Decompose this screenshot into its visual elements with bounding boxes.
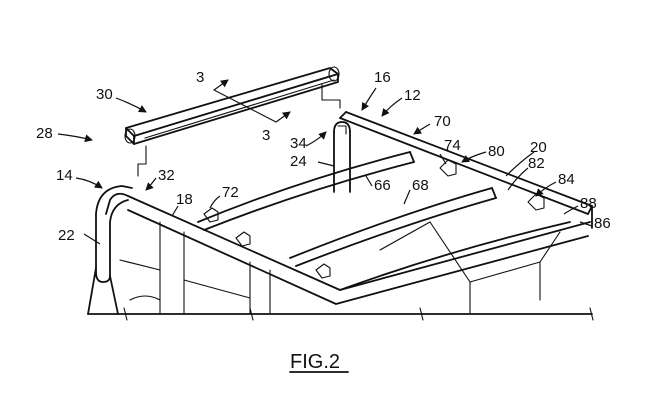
roll-bar-post [87,185,133,315]
rail-brackets [203,159,545,279]
ref-14: 14 [56,167,73,184]
ref-20: 20 [530,139,547,156]
section-line-3-3 [213,79,291,123]
pillar [333,121,351,193]
ref-16: 16 [374,69,391,86]
cross-bow-front [197,151,415,231]
ref-84: 84 [558,171,575,188]
ref-12: 12 [404,87,421,104]
ref-86: 86 [594,215,611,232]
section-mark-3-lower: 3 [262,127,270,144]
ground-line [87,307,594,321]
reference-numerals: 30 28 14 32 18 72 22 34 24 16 12 70 74 8… [36,69,611,244]
figure-caption: FIG.2 [289,351,349,373]
body-structure [119,221,561,315]
ref-72: 72 [222,184,239,201]
side-rail-rear [339,111,593,229]
figure-title: FIG.2 [290,351,340,373]
cross-bow-middle [289,187,497,267]
ref-74: 74 [444,137,461,154]
ref-80: 80 [488,143,505,160]
ref-22: 22 [58,227,75,244]
assembly-centerlines [137,83,341,177]
ref-88: 88 [580,195,597,212]
ref-68: 68 [412,177,429,194]
ref-30: 30 [96,86,113,103]
ref-82: 82 [528,155,545,172]
ref-24: 24 [290,153,307,170]
ref-70: 70 [434,113,451,130]
leader-lines [57,87,593,245]
ref-66: 66 [374,177,391,194]
ref-34: 34 [290,135,307,152]
ref-32: 32 [158,167,175,184]
ref-18: 18 [176,191,193,208]
cross-bow-rear [339,221,571,291]
ref-28: 28 [36,125,53,142]
section-mark-3-upper: 3 [196,69,204,86]
roof-panel [124,66,340,145]
